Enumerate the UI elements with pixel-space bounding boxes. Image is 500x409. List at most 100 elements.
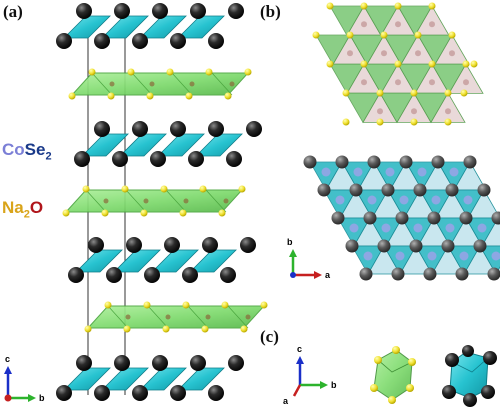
na-atom [205, 314, 211, 320]
na-atom [189, 81, 195, 87]
se-atom [202, 237, 218, 253]
se-atom [150, 151, 166, 167]
axis-c-label: c [297, 344, 302, 354]
o-atom [394, 2, 402, 10]
co-atom [477, 223, 487, 233]
se-atom [459, 211, 473, 225]
na-atom [361, 79, 367, 86]
na-atom [415, 50, 421, 57]
se-atom [126, 237, 142, 253]
cose2-polyhedron [442, 345, 497, 407]
na-atom [377, 108, 383, 115]
se-atom [473, 239, 487, 253]
se-atom [391, 267, 405, 281]
se-atom [56, 33, 72, 49]
se-atom [226, 151, 242, 167]
na2o-edge [205, 189, 227, 213]
o-atom [260, 301, 268, 309]
na-atom [381, 50, 387, 57]
o-atom [68, 92, 76, 100]
o-atom [146, 92, 154, 100]
se-atom [190, 3, 206, 19]
se-atom [455, 267, 469, 281]
se-atom [349, 183, 363, 197]
o-atom [199, 185, 207, 193]
o-atom [414, 31, 422, 39]
axis-b-label: b [331, 380, 337, 390]
na-atom [245, 314, 251, 320]
se-atom [463, 155, 477, 169]
na2o-edge [85, 189, 107, 213]
co-atom [349, 223, 359, 233]
na2o-edge [91, 72, 113, 96]
se-atom [335, 155, 349, 169]
co-atom [417, 167, 427, 177]
co-atom [427, 251, 437, 261]
na-atom [109, 81, 115, 87]
na-atom [361, 21, 367, 28]
o-atom [104, 301, 112, 309]
na2o-o: O [29, 198, 44, 217]
se-atom [76, 3, 92, 19]
cose2-octahedron [113, 249, 161, 273]
na2o-layer [62, 185, 246, 217]
se-atom [170, 121, 186, 137]
se-atom [188, 151, 204, 167]
cose2-octahedron [177, 15, 225, 39]
o-atom [428, 60, 436, 68]
se-atom [246, 121, 262, 137]
se-atom [477, 183, 491, 197]
se-atom [367, 155, 381, 169]
o-atom [127, 68, 135, 76]
na2o-edge [131, 72, 153, 96]
se-atom [132, 121, 148, 137]
cose2-octahedron [151, 249, 199, 273]
na-atom [143, 198, 149, 204]
na2o-polyhedron [370, 346, 416, 404]
cose2-octahedron [75, 249, 123, 273]
na-atom [229, 81, 235, 87]
se-atom [144, 267, 160, 283]
cose2-layer [74, 121, 262, 167]
panel-label-c: (c) [260, 327, 279, 346]
cose2-octahedron [157, 133, 205, 157]
na2o-edge [107, 305, 129, 329]
se-atom [487, 267, 500, 281]
o-atom [201, 325, 209, 333]
o-atom [160, 185, 168, 193]
se-atom [132, 33, 148, 49]
o-atom [162, 325, 170, 333]
se-atom [240, 237, 256, 253]
co-atom [413, 223, 423, 233]
o-atom [342, 89, 350, 97]
cose2-formula: CoSe2 [2, 140, 52, 162]
o-atom [448, 31, 456, 39]
cose2-layer [56, 3, 244, 49]
na2o-subscript: 2 [23, 208, 30, 221]
se-atom [106, 267, 122, 283]
se-atom [152, 355, 168, 371]
se-atom [395, 211, 409, 225]
cose2-octahedron [63, 15, 111, 39]
cose2-octahedron [189, 249, 237, 273]
o-atom [346, 31, 354, 39]
se-atom [208, 33, 224, 49]
se-atom [132, 385, 148, 401]
se-atom [345, 239, 359, 253]
o-atom [140, 209, 148, 217]
co-atom [459, 251, 469, 261]
se-atom [377, 239, 391, 253]
o-atom [218, 209, 226, 217]
cose2-octahedron [139, 367, 187, 391]
cose2-octahedron [101, 15, 149, 39]
o-atom [462, 60, 470, 68]
na2o-layer [68, 68, 252, 100]
na-atom [449, 50, 455, 57]
se-atom [94, 33, 110, 49]
o-atom [143, 301, 151, 309]
co-atom [335, 195, 345, 205]
se-atom [303, 155, 317, 169]
na2o-formula: Na2O [2, 198, 43, 220]
axis-a-label: a [283, 396, 289, 406]
na-atom [429, 79, 435, 86]
